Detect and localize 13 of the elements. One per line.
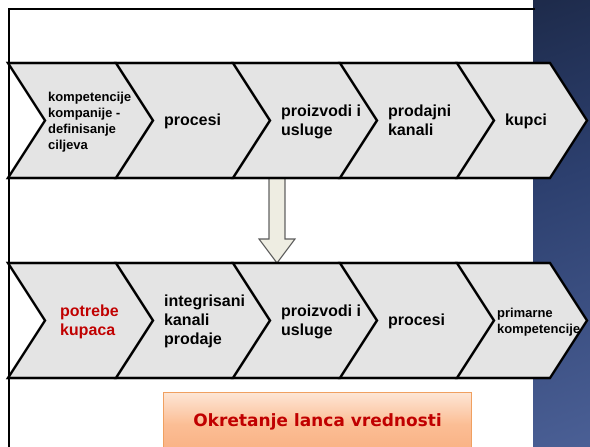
chevron-label: prodajni kanali [388,102,452,140]
chevron-label: proizvodi i usluge [281,102,362,140]
chevron-label: primarne kompetencije [497,304,582,336]
banner-title: Okretanje lanca vrednosti [193,411,442,431]
chevron-label: kupci [505,111,547,130]
chevron-label: procesi [164,111,221,130]
chevron-label: integrisani kanali prodaje [164,292,246,349]
chevron-label: procesi [388,311,445,330]
title-banner [163,392,472,447]
block-arrow [258,177,296,264]
chevron-label: proizvodi i usluge [281,302,362,340]
chevron-label: kompetencije kompanije - definisanje ciljeva [48,88,132,152]
chevron-label: potrebe kupaca [60,302,120,340]
